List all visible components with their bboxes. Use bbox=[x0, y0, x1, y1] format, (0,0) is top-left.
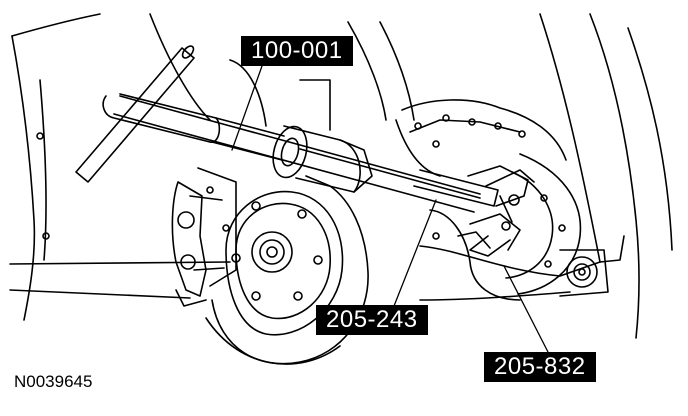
callout-label-puller-adapter: 205-243 bbox=[316, 305, 428, 335]
mount-bushing bbox=[559, 249, 609, 297]
leader-line-100-001 bbox=[231, 65, 263, 151]
brake-rotor bbox=[205, 175, 369, 365]
seal-remover-tool bbox=[457, 165, 535, 257]
slide-hammer-t-handle bbox=[75, 45, 285, 183]
leader-lines bbox=[231, 65, 549, 353]
callout-label-seal-remover: 205-832 bbox=[484, 352, 596, 382]
leader-line-205-243 bbox=[393, 199, 437, 307]
leader-line-205-832 bbox=[503, 265, 549, 353]
brake-caliper bbox=[171, 167, 237, 307]
background-structure bbox=[149, 13, 673, 339]
fender-panel bbox=[9, 13, 231, 321]
callout-label-slide-hammer: 100-001 bbox=[241, 36, 353, 66]
transmission-housing bbox=[395, 99, 601, 301]
figure-id: N0039645 bbox=[14, 372, 93, 391]
slide-hammer-weight bbox=[272, 125, 373, 193]
